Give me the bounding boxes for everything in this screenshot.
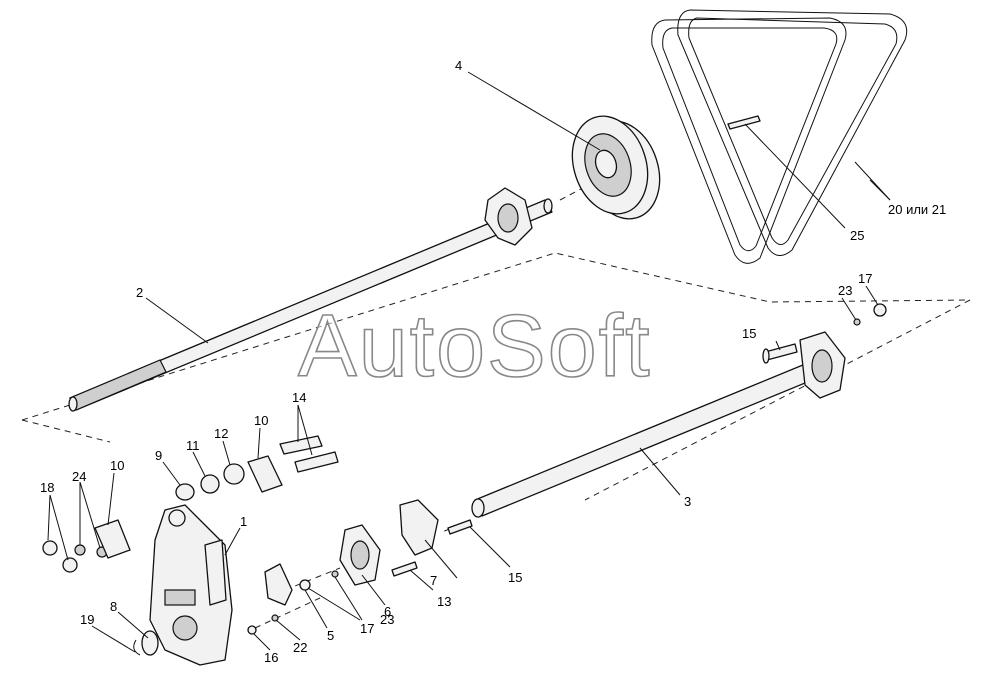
upper-shaft-part bbox=[68, 187, 553, 412]
callout-10-left: 10 bbox=[110, 458, 124, 473]
callout-13: 13 bbox=[437, 594, 451, 609]
callout-10-right: 10 bbox=[254, 413, 268, 428]
callout-16: 16 bbox=[264, 650, 278, 665]
nut-washer-upper-part bbox=[853, 303, 887, 326]
watermark-text: AutoSoft bbox=[298, 296, 652, 395]
lower-shaft-part bbox=[471, 331, 846, 518]
v-belt-pair bbox=[651, 9, 908, 264]
pulley-part bbox=[571, 115, 661, 220]
callout-22: 22 bbox=[293, 640, 307, 655]
callout-20-21: 20 или 21 bbox=[888, 202, 946, 217]
callout-24: 24 bbox=[72, 469, 86, 484]
callout-19: 19 bbox=[80, 612, 94, 627]
callout-2: 2 bbox=[136, 285, 143, 300]
callout-7: 7 bbox=[430, 573, 437, 588]
callout-labels: 4 2 3 25 20 или 21 15 23 17 1 8 19 18 24… bbox=[40, 58, 946, 665]
callout-12: 12 bbox=[214, 426, 228, 441]
callout-11: 11 bbox=[186, 438, 200, 453]
leader-lines bbox=[47, 71, 891, 653]
key-part bbox=[727, 115, 761, 130]
callout-15-upper: 15 bbox=[742, 326, 756, 341]
callout-23-upper: 23 bbox=[838, 283, 852, 298]
callout-15-lower: 15 bbox=[508, 570, 522, 585]
callout-3: 3 bbox=[684, 494, 691, 509]
gearbox-part bbox=[149, 504, 233, 666]
callout-8: 8 bbox=[110, 599, 117, 614]
bearing-parts bbox=[133, 499, 439, 656]
callout-17-upper: 17 bbox=[858, 271, 872, 286]
callout-4: 4 bbox=[455, 58, 462, 73]
callout-25: 25 bbox=[850, 228, 864, 243]
callout-9: 9 bbox=[155, 448, 162, 463]
callout-23-lower: 23 bbox=[380, 612, 394, 627]
small-parts-middle bbox=[175, 435, 339, 501]
callout-14: 14 bbox=[292, 390, 306, 405]
callout-17-lower: 17 bbox=[360, 621, 374, 636]
bolt-upper-part bbox=[762, 343, 798, 364]
callout-1: 1 bbox=[240, 514, 247, 529]
small-fasteners-lower bbox=[247, 519, 473, 635]
callout-18: 18 bbox=[40, 480, 54, 495]
callout-5: 5 bbox=[327, 628, 334, 643]
small-parts-left bbox=[42, 519, 131, 573]
callout-6: 6 bbox=[384, 604, 391, 619]
